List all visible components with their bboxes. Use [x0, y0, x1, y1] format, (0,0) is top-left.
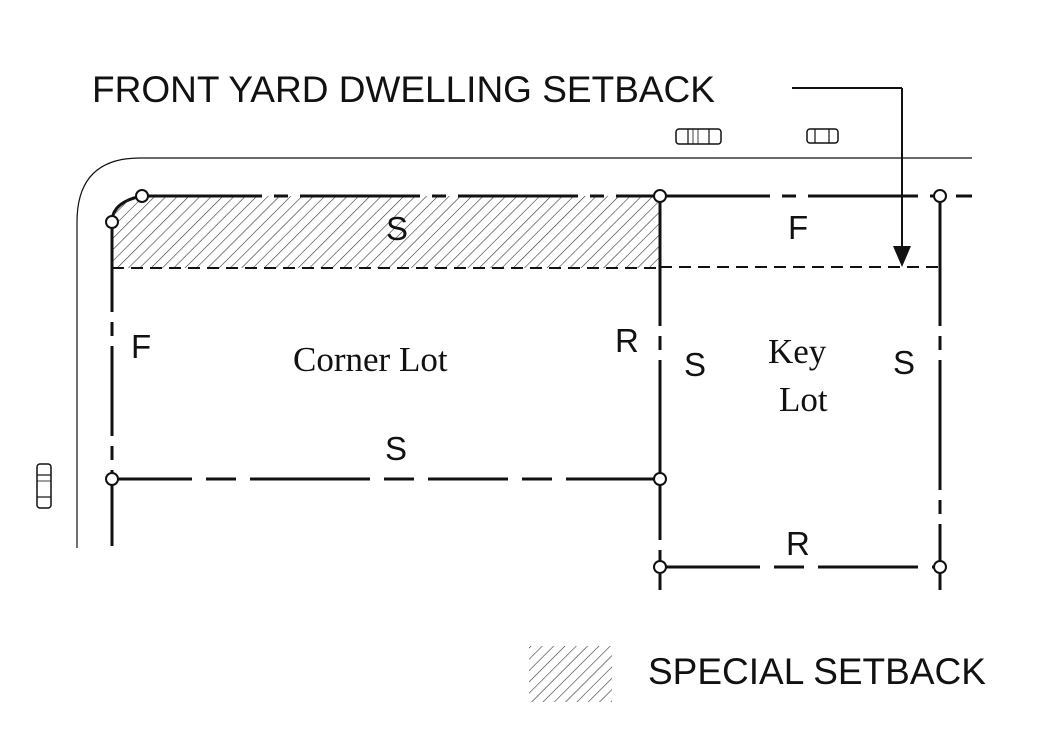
car-icon [806, 128, 839, 144]
lot-corner-markers [105, 189, 947, 574]
key-lot-right-label: S [893, 344, 915, 381]
legend-swatch [529, 646, 612, 702]
special-setback-area [112, 196, 660, 268]
setback-arrow [792, 87, 911, 267]
key-lot-top-label: F [788, 209, 808, 246]
car-icon [675, 128, 722, 145]
key-lot-name-line2: Lot [779, 380, 828, 419]
corner-lot-boundary [110, 194, 662, 546]
diagram-title: FRONT YARD DWELLING SETBACK [92, 69, 715, 110]
key-lot-name-line1: Key [768, 332, 827, 371]
corner-lot-left-label: F [131, 328, 151, 365]
road-edge-outer [76, 157, 972, 548]
car-icon [36, 463, 52, 509]
corner-lot-right-label: R [615, 322, 639, 359]
key-lot-bottom-label: R [786, 525, 810, 562]
corner-lot-top-label: S [386, 210, 408, 247]
legend: SPECIAL SETBACK [529, 646, 986, 702]
legend-label: SPECIAL SETBACK [648, 651, 986, 692]
key-lot-left-label: S [684, 346, 706, 383]
corner-lot-bottom-label: S [385, 430, 407, 467]
key-lot-boundary [658, 194, 972, 590]
corner-lot-name: Corner Lot [293, 340, 448, 379]
